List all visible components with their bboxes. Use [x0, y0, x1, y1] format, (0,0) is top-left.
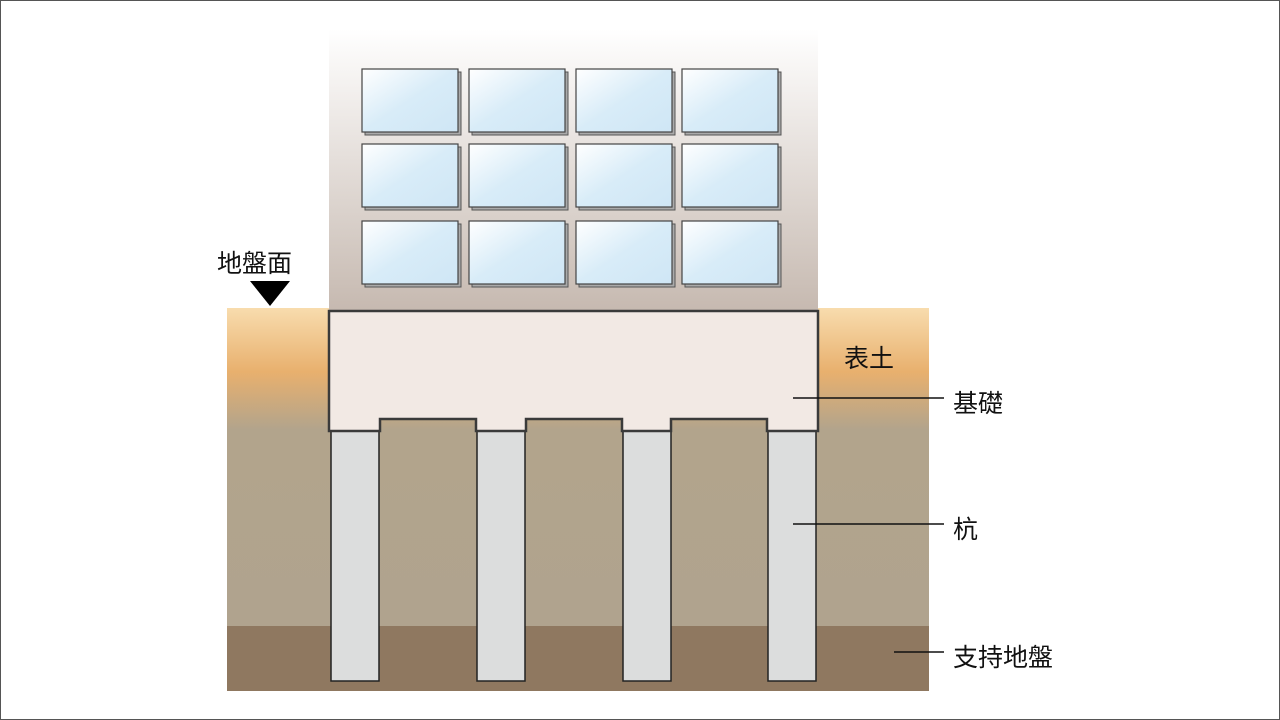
- window: [468, 220, 566, 285]
- ground-surface-marker-icon: [250, 281, 290, 306]
- window: [361, 143, 459, 208]
- pile: [330, 428, 380, 682]
- bearing-stratum-label: 支持地盤: [953, 643, 1054, 672]
- foundation: [327, 309, 820, 433]
- ground-surface-label: 地盤面: [217, 249, 293, 278]
- pile: [622, 428, 672, 682]
- windows: [361, 68, 782, 288]
- pile-label: 杭: [953, 515, 979, 544]
- window: [361, 220, 459, 285]
- pile: [767, 428, 817, 682]
- pile: [476, 428, 526, 682]
- topsoil-label: 表土: [844, 344, 895, 373]
- window: [468, 143, 566, 208]
- piles: [330, 428, 817, 682]
- window: [575, 143, 673, 208]
- foundation-label: 基礎: [953, 389, 1004, 418]
- window: [681, 143, 779, 208]
- window: [361, 68, 459, 133]
- window: [575, 220, 673, 285]
- window: [468, 68, 566, 133]
- window: [681, 220, 779, 285]
- window: [575, 68, 673, 133]
- window: [681, 68, 779, 133]
